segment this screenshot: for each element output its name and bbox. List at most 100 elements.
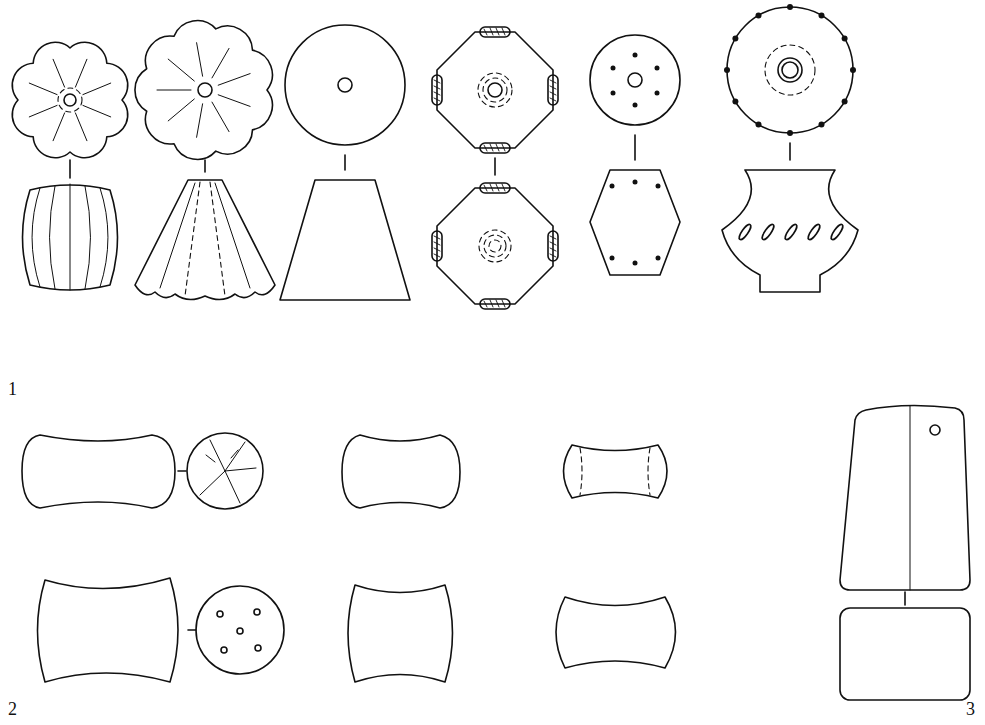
notched-whorl xyxy=(722,4,858,292)
spool-bead xyxy=(38,578,285,682)
notched-whorl-part xyxy=(727,7,853,133)
pendant-part xyxy=(840,608,970,700)
dotted-bead-part xyxy=(656,256,661,261)
notched-whorl-part xyxy=(732,99,738,105)
spool-bead-part xyxy=(196,586,284,674)
notched-whorl-part xyxy=(842,99,848,105)
spool-bead-part xyxy=(38,578,179,682)
pendant-part xyxy=(840,405,970,590)
conical-whorl-part xyxy=(285,25,405,145)
ribbed-cone-bead-part xyxy=(185,182,225,296)
spool-bead-part xyxy=(348,585,453,682)
notched-whorl-part xyxy=(819,122,825,128)
melon-bead-part xyxy=(29,59,110,140)
knobbed-bead xyxy=(432,27,558,309)
dotted-bead-part xyxy=(628,73,642,87)
dotted-bead-part xyxy=(633,261,638,266)
melon-bead-part xyxy=(64,94,76,106)
notched-whorl-part xyxy=(756,12,762,18)
notched-whorl-part xyxy=(787,130,793,136)
spool-bead xyxy=(342,435,460,508)
notched-whorl-part xyxy=(724,67,730,73)
spool-bead-part xyxy=(254,609,260,615)
notched-whorl-part xyxy=(722,170,858,292)
pendant xyxy=(840,405,970,700)
melon-bead-part xyxy=(23,185,118,290)
dotted-bead-part xyxy=(590,35,680,125)
conical-whorl-part xyxy=(280,180,410,300)
knobbed-bead-part xyxy=(480,183,510,193)
spool-bead xyxy=(564,445,668,498)
knobbed-bead-part xyxy=(480,143,510,153)
notched-whorl-part xyxy=(782,62,798,78)
spool-bead-part xyxy=(221,647,227,653)
notched-whorl-part xyxy=(789,143,791,160)
knobbed-bead-part xyxy=(548,75,558,105)
ribbed-cone-bead-part xyxy=(135,21,272,160)
knobbed-bead-part xyxy=(494,158,496,175)
spool-bead-part xyxy=(187,433,263,509)
melon-bead-part xyxy=(12,42,127,157)
melon-bead-part xyxy=(69,160,71,178)
dotted-bead-part xyxy=(611,66,616,71)
conical-whorl xyxy=(280,25,410,300)
knobbed-bead-part xyxy=(479,230,511,262)
melon-bead-part xyxy=(32,184,108,290)
dotted-bead-part xyxy=(633,53,638,58)
figure-number: 1 xyxy=(8,380,17,398)
dotted-bead-part xyxy=(634,135,636,160)
dotted-bead xyxy=(590,35,680,275)
notched-whorl-part xyxy=(778,58,802,82)
dotted-bead-part xyxy=(633,103,638,108)
spool-bead-part xyxy=(564,445,668,498)
knobbed-bead-part xyxy=(432,231,442,261)
knobbed-bead-part xyxy=(437,32,553,148)
spool-bead xyxy=(556,597,676,668)
knobbed-bead-part xyxy=(548,231,558,261)
pendant-part xyxy=(910,406,911,590)
notched-whorl-part xyxy=(787,4,793,10)
notched-whorl-part xyxy=(732,36,738,42)
notched-whorl-part xyxy=(737,223,752,241)
pendant-part xyxy=(930,425,940,435)
dotted-bead-part xyxy=(655,91,660,96)
dotted-bead-part xyxy=(611,91,616,96)
notched-whorl-part xyxy=(806,223,821,241)
notched-whorl-part xyxy=(756,122,762,128)
dotted-bead-part xyxy=(610,184,615,189)
knobbed-bead-part xyxy=(432,75,442,105)
spool-bead-part xyxy=(22,435,175,508)
dotted-bead-part xyxy=(656,184,661,189)
spool-bead xyxy=(348,585,453,682)
notched-whorl-part xyxy=(819,12,825,18)
dotted-bead-part xyxy=(590,170,680,275)
spool-bead-part xyxy=(255,645,261,651)
spool-bead-part xyxy=(342,435,460,508)
knobbed-bead-part xyxy=(478,73,512,107)
dotted-bead-part xyxy=(610,256,615,261)
ribbed-cone-bead-part xyxy=(157,43,250,138)
notched-whorl-part xyxy=(765,45,815,95)
pendant-part xyxy=(904,592,906,605)
dotted-bead-part xyxy=(655,66,660,71)
knobbed-bead-part xyxy=(434,28,556,151)
knobbed-bead-part xyxy=(480,299,510,309)
notched-whorl-part xyxy=(760,223,775,241)
notched-whorl-part xyxy=(829,223,844,241)
notched-whorl-part xyxy=(842,36,848,42)
spool-bead-part xyxy=(556,597,676,668)
conical-whorl-part xyxy=(338,78,352,92)
knobbed-bead-part xyxy=(488,83,502,97)
melon-bead-part xyxy=(58,88,82,112)
ribbed-cone-bead xyxy=(135,21,275,300)
knobbed-bead-part xyxy=(483,78,507,102)
figure-number: 3 xyxy=(966,700,975,718)
spool-bead-part xyxy=(178,470,186,472)
ribbed-cone-bead-part xyxy=(204,160,206,172)
spool-bead-part xyxy=(200,440,256,503)
ribbed-cone-bead-part xyxy=(160,183,250,288)
knobbed-bead-part xyxy=(437,188,553,304)
spool-bead-part xyxy=(217,611,223,617)
knobbed-bead-part xyxy=(484,235,506,257)
ribbed-cone-bead-part xyxy=(198,83,212,97)
